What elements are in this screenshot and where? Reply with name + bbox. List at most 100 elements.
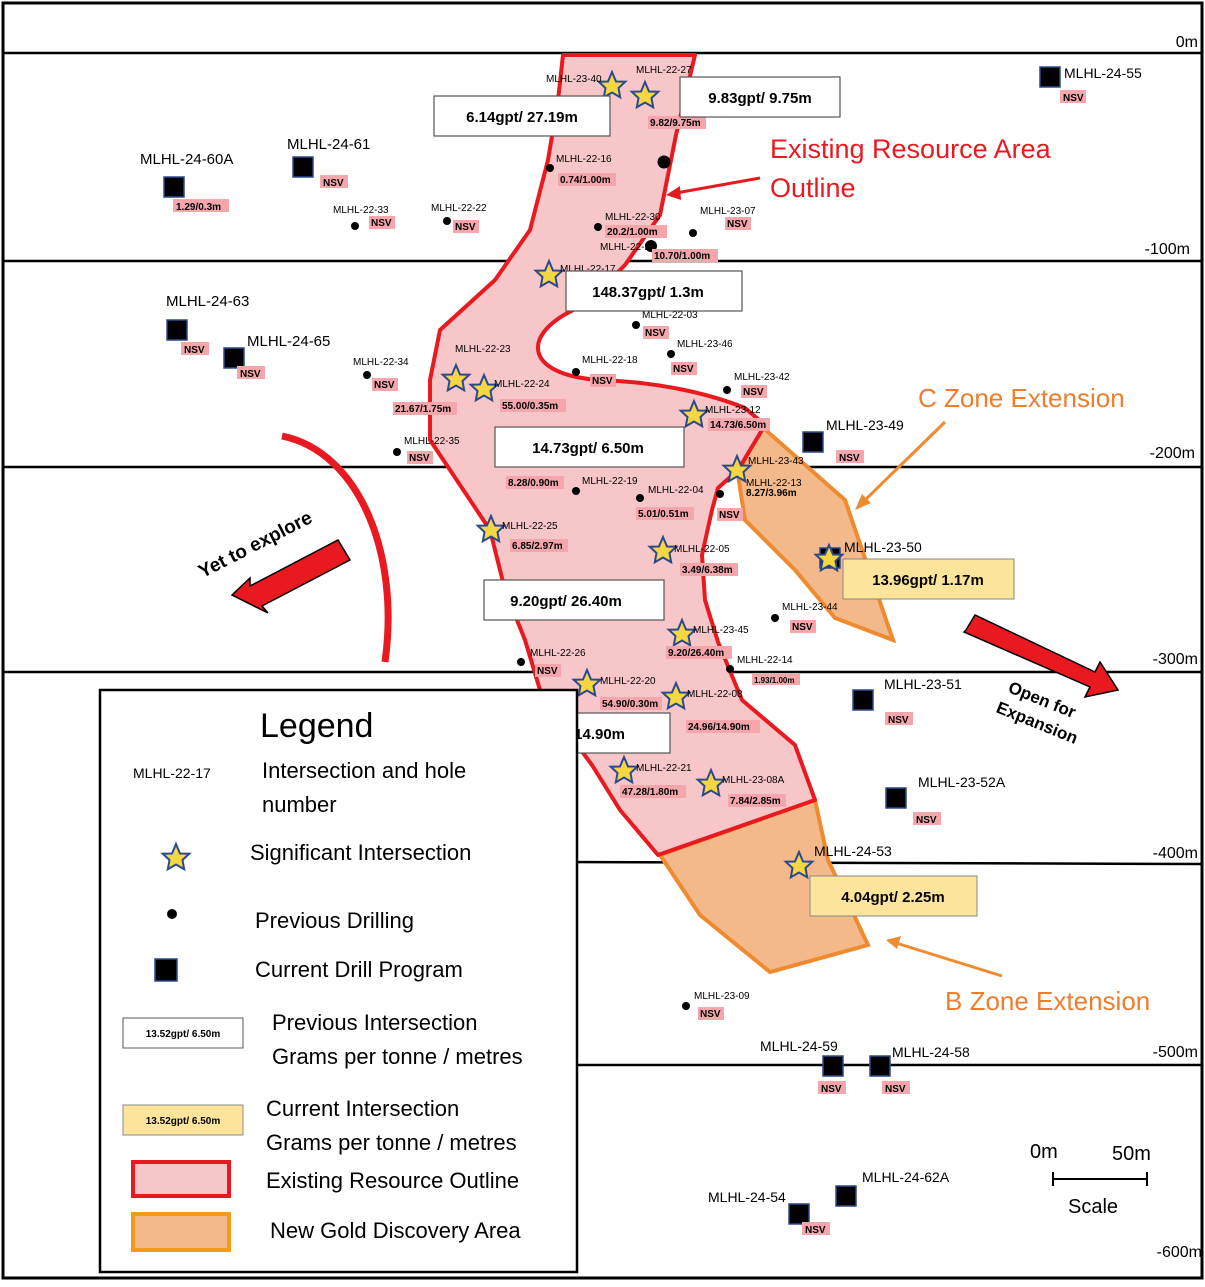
significant-hole-marker: MLHL-22-256.85/2.97m — [475, 513, 568, 552]
hole-result: 24.96/14.90m — [688, 722, 750, 733]
hole-result: NSV — [455, 222, 476, 233]
existing-resource-callout-line1: Existing Resource Area — [770, 134, 1052, 164]
hole-label: MLHL-23-09 — [694, 991, 750, 1002]
previous-hole-marker: MLHL-22-198.28/0.90m — [506, 476, 638, 495]
hole-label: MLHL-23-52A — [918, 774, 1006, 790]
hole-result: NSV — [673, 364, 694, 375]
curr-box-2 — [809, 875, 978, 917]
depth-label-300: -300m — [1153, 651, 1198, 668]
hole-label: MLHL-22-17 — [560, 264, 616, 275]
legend-significant: Significant Intersection — [250, 840, 471, 865]
legend-prev-int-2: Grams per tonne / metres — [272, 1044, 523, 1069]
significant-hole-marker: MLHL-23-40 — [546, 69, 628, 100]
legend-prev-box-label: 13.52gpt/ 6.50m — [146, 1029, 221, 1040]
hole-result: 1.93/1.00m — [754, 676, 794, 685]
legend-discovery-swatch — [131, 1212, 231, 1252]
hole-label: MLHL-22-18 — [582, 355, 638, 366]
hole-result: 3.49/6.38m — [682, 565, 733, 576]
scale-start: 0m — [1030, 1141, 1058, 1163]
legend: Legend MLHL-22-17 Intersection and hole … — [98, 688, 579, 1274]
hole-label: MLHL-24-53 — [814, 843, 892, 859]
hole-label: MLHL-23-51 — [884, 676, 962, 692]
scale-end: 50m — [1112, 1143, 1151, 1165]
legend-title: Legend — [260, 707, 373, 745]
hole-label: MLHL-24-65 — [247, 333, 330, 350]
hole-label: MLHL-22-14 — [737, 655, 793, 666]
hole-result: 21.67/1.75m — [395, 404, 451, 415]
significant-intersections: MLHL-23-40 MLHL-22-279.82/9.75m MLHL-22-… — [393, 65, 845, 880]
legend-prev-box — [122, 1017, 244, 1049]
depth-label-100: -100m — [1145, 241, 1190, 258]
hole-result: NSV — [371, 218, 392, 229]
hole-label: MLHL-23-08A — [722, 775, 785, 786]
b-zone-callout: B Zone Extension — [945, 986, 1150, 1016]
hole-label: MLHL-23-42 — [734, 372, 790, 383]
legend-square-icon — [154, 958, 178, 982]
current-intersection-boxes: 13.96gpt/ 1.17m 4.04gpt/ 2.25m — [809, 558, 1015, 917]
prev-box-1 — [433, 95, 611, 137]
exploration-arc — [281, 432, 392, 663]
hole-label: MLHL-23-46 — [677, 339, 733, 350]
legend-dot-icon — [167, 909, 177, 919]
legend-resource-outline: Existing Resource Outline — [266, 1168, 519, 1193]
hole-label: MLHL-22-04 — [648, 485, 704, 496]
hole-label: MLHL-22-24 — [494, 379, 550, 390]
hole-label: MLHL-24-54 — [708, 1189, 786, 1205]
legend-prev-int-1: Previous Intersection — [272, 1010, 477, 1035]
hole-label: MLHL-24-62A — [862, 1169, 950, 1185]
hole-result: NSV — [1063, 93, 1084, 104]
hole-label: MLHL-23-07 — [700, 206, 756, 217]
hole-label: MLHL-24-61 — [287, 136, 370, 153]
hole-result: 20.2/1.00m — [607, 227, 658, 238]
hole-label: MLHL-22-19 — [582, 476, 638, 487]
significant-hole-marker — [813, 542, 845, 573]
hole-label: MLHL-22-26 — [530, 648, 586, 659]
significant-hole-marker — [783, 849, 815, 880]
legend-star-icon — [160, 841, 192, 872]
hole-result: NSV — [409, 453, 430, 464]
hole-label: MLHL-22-33 — [333, 205, 389, 216]
depth-label-500: -500m — [1153, 1044, 1198, 1061]
hole-result: 1.29/0.3m — [176, 202, 221, 213]
hole-result: NSV — [700, 1009, 721, 1020]
depth-label-600: -600m — [1157, 1244, 1202, 1261]
hole-result: NSV — [805, 1225, 826, 1236]
prev-box-3 — [565, 270, 743, 312]
hole-label: MLHL-24-63 — [166, 293, 249, 310]
scale-label: Scale — [1068, 1196, 1118, 1218]
hole-label: MLHL-23-40 — [546, 74, 602, 85]
previous-hole-marker: MLHL-22-160.74/1.00m — [546, 154, 671, 186]
hole-label: MLHL-23-43 — [748, 456, 804, 467]
legend-curr-box-label: 13.52gpt/ 6.50m — [146, 1116, 221, 1127]
hole-result: NSV — [885, 1084, 906, 1095]
hole-label: MLHL-24-59 — [760, 1038, 838, 1054]
hole-result: NSV — [727, 219, 748, 230]
hole-label: MLHL-23-50 — [844, 539, 922, 555]
curr-box-1-label: 13.96gpt/ 1.17m — [872, 572, 984, 589]
hole-label: MLHL-22-35 — [404, 436, 460, 447]
hole-label: MLHL-22-22 — [431, 203, 487, 214]
hole-result: NSV — [821, 1084, 842, 1095]
hole-result: 54.90/0.30m — [602, 699, 658, 710]
legend-discovery-area: New Gold Discovery Area — [270, 1218, 521, 1243]
prev-box-5-label: 9.20gpt/ 26.40m — [510, 593, 622, 610]
curr-box-2-label: 4.04gpt/ 2.25m — [841, 889, 944, 906]
hole-label: MLHL-23-12 — [705, 405, 761, 416]
hole-result: NSV — [184, 345, 205, 356]
prev-box-4 — [494, 426, 685, 468]
